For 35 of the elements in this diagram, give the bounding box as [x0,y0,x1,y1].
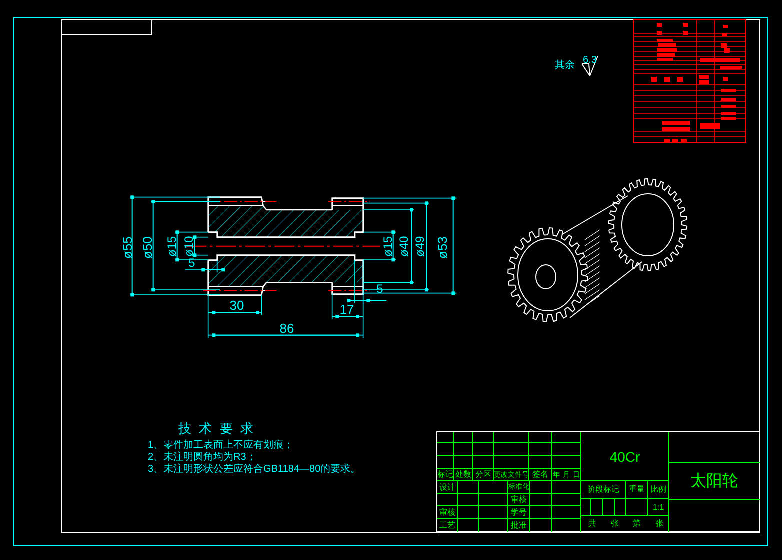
title-block-label: 审核 [510,494,528,506]
dimension-text: ø15 [165,236,179,260]
notes-heading: 技 术 要 求 [178,421,256,436]
title-block-label: 分区 [474,469,492,481]
dimension-text: ø53 [434,235,450,261]
title-block-label: 共 张 第 张 [588,518,664,530]
dimension-text: 17 [338,302,356,317]
note-text: 其余 [554,59,576,72]
title-block-label: 标记 [437,469,454,481]
title-block-label: 1:1 [652,502,666,514]
note-text: 2、未注明圆角均为R3； [148,452,258,464]
title-block-label: 审核 [438,506,456,518]
title-block-label: 处数 [454,469,472,481]
title-block-label: 学号 [510,506,528,518]
title-block-label: 阶段标记 [586,484,620,496]
title-block-label: 重量 [628,484,646,496]
roughness-value: 6.3 [582,55,598,66]
title-block-label: 工艺 [438,520,456,532]
part-name: 太阳轮 [690,472,740,492]
dimension-text: ø40 [397,236,411,260]
dimension-text: ø50 [140,235,154,261]
title-block-label: 设计 [438,482,456,494]
dimension-text: 5 [188,256,196,270]
title-block-label: 批准 [510,520,528,532]
dimension-text: ø15 [381,236,395,260]
note-text: 3、未注明形状公差应符合GB1184—80的要求。 [148,464,362,476]
dimension-text: ø10 [182,236,196,258]
note-text: 1、零件加工表面上不应有划痕； [148,440,295,452]
dimension-text: 86 [278,321,296,336]
dimension-text: 30 [228,298,246,313]
dimension-text: ø49 [413,236,427,260]
title-block-label: 签名 [532,469,550,481]
material-text: 40Cr [608,448,642,467]
dimension-text: ø55 [120,235,134,261]
title-block-label: 比例 [650,484,668,496]
